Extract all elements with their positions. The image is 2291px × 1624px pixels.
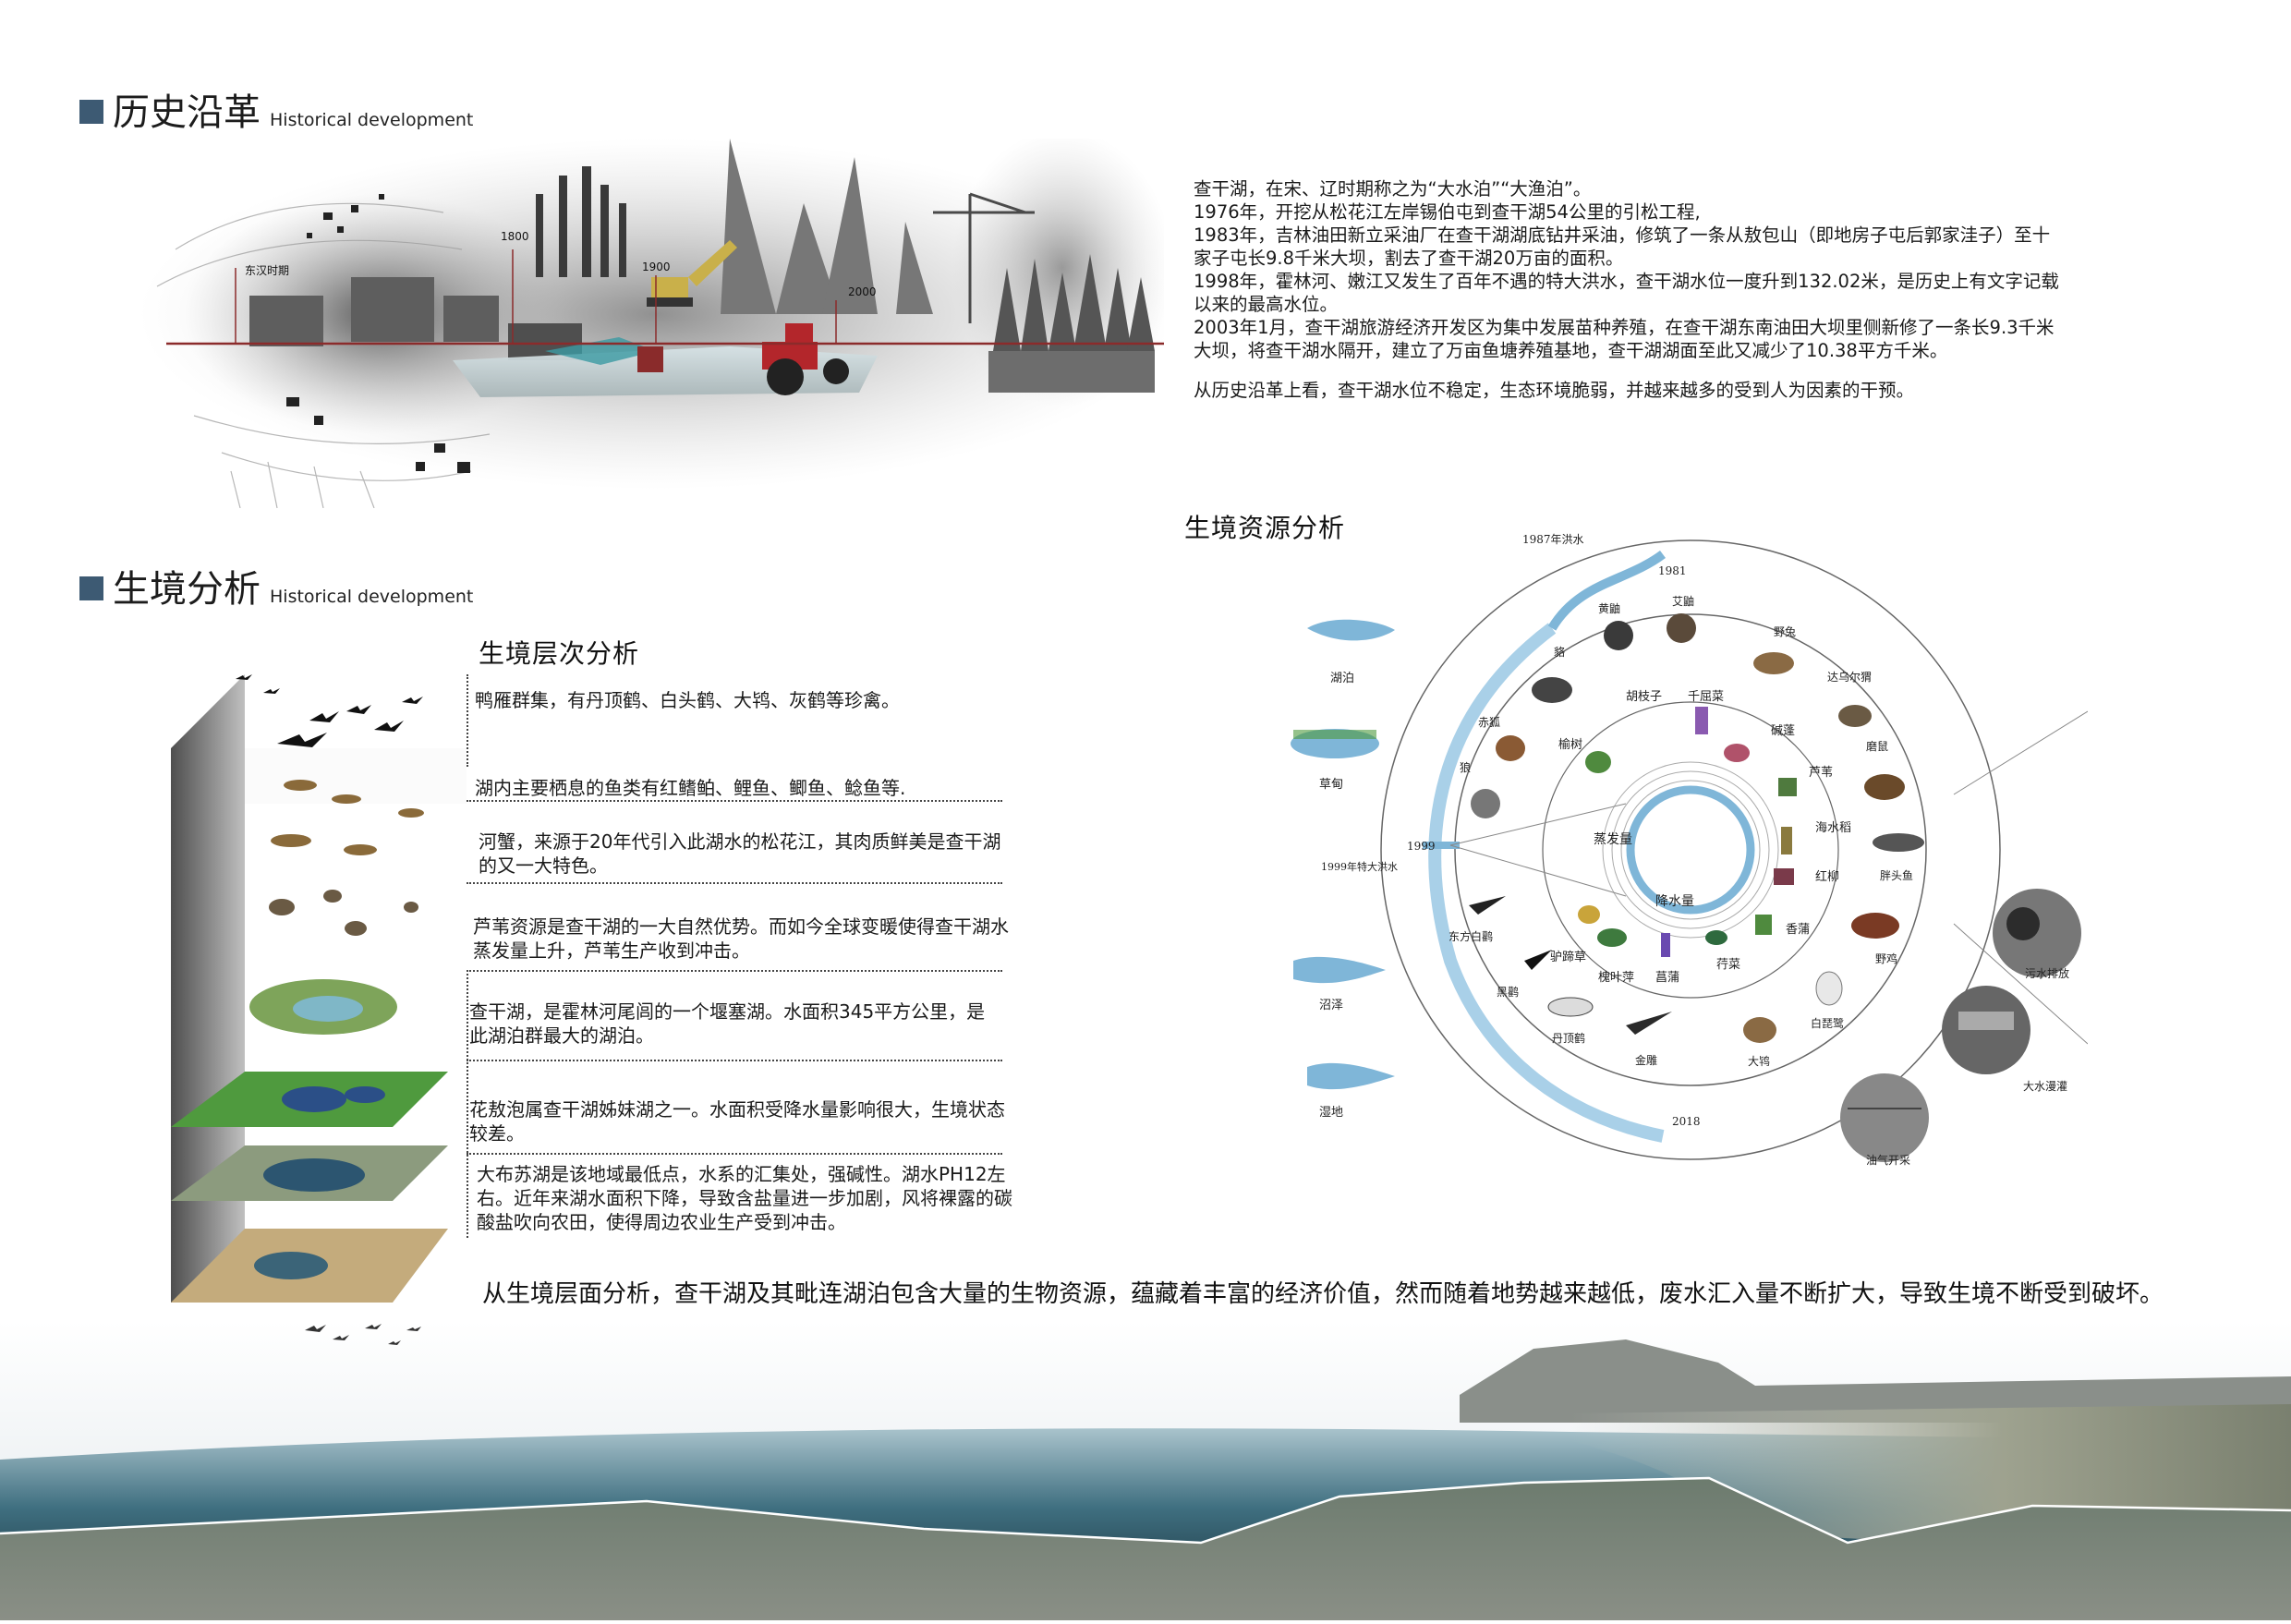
- layer-divider: [467, 970, 1002, 972]
- plant-label: 千屈菜: [1688, 690, 1724, 704]
- ring-year-label: 1999: [1407, 840, 1436, 853]
- animal-label: 艾鼬: [1672, 594, 1694, 608]
- threat-label: 油气开采: [1866, 1153, 1910, 1167]
- habitat-title-cn: 生境分析: [113, 568, 261, 611]
- ring-year-label: 1999年特大洪水: [1321, 860, 1398, 873]
- history-line: 1976年，开挖从松花江左岸锡伯屯到查干湖54公里的引松工程,: [1194, 201, 1701, 223]
- layer-stack: [171, 665, 467, 1303]
- resource-analysis-title: 生境资源分析: [1184, 513, 1346, 543]
- animal-label: 磨鼠: [1866, 740, 1888, 753]
- animal-label: 胖头鱼: [1880, 869, 1913, 882]
- habitat-label: 草甸: [1319, 778, 1343, 792]
- history-title-cn: 历史沿革: [113, 91, 261, 134]
- animal-label: 野兔: [1774, 624, 1796, 638]
- layer-divider: [467, 882, 1002, 884]
- plant-label: 荇菜: [1716, 958, 1740, 972]
- plant-label: 碱蓬: [1771, 724, 1795, 738]
- history-line: 查干湖，在宋、辽时期称之为“大水泊”“大渔泊”。: [1194, 178, 1592, 200]
- resource-wheel-diagram: 1987年洪水 1981 1999 1999年特大洪水 2018 蒸发量 降水量…: [1291, 533, 2089, 1167]
- plant-label: 香蒲: [1786, 923, 1810, 937]
- section-marker-icon: [79, 100, 103, 124]
- history-section-title: 历史沿革 Historical development: [79, 94, 473, 131]
- threat-label: 大水漫灌: [2023, 1080, 2067, 1093]
- layer-label: 湖内主要栖息的鱼类有红鳍鲌、鲤鱼、鲫鱼、鲶鱼等.: [475, 777, 906, 799]
- layer-divider: [467, 800, 1002, 802]
- plant-label: 海水稻: [1815, 821, 1851, 835]
- plant-label: 驴蹄草: [1550, 950, 1586, 964]
- layer-divider: [467, 1060, 1002, 1061]
- history-line: 大坝，将查干湖水隔开，建立了万亩鱼塘养殖基地，查干湖湖面至此又减少了10.38平…: [1194, 340, 1948, 361]
- layer-divider: [467, 1153, 1002, 1155]
- timeline-label: 东汉时期: [245, 264, 289, 277]
- history-line: 家子屯长9.8千米大坝，割去了查干湖20万亩的面积。: [1194, 248, 1624, 269]
- plant-label: 芦苇: [1809, 766, 1833, 780]
- timeline-label: 2000: [848, 285, 877, 298]
- ring-year-label: 2018: [1672, 1115, 1701, 1128]
- summary-text: 从生境层面分析，查干湖及其毗连湖泊包含大量的生物资源，蕴藏着丰富的经济价值，然而…: [482, 1280, 2164, 1308]
- layer-label: 查干湖，是霍林河尾闾的一个堰塞湖。水面积345平方公里，是此湖泊群最大的湖泊。: [469, 1000, 986, 1047]
- timeline-label: 1800: [501, 230, 529, 243]
- history-text: 查干湖，在宋、辽时期称之为“大水泊”“大渔泊”。 1976年，开挖从松花江左岸锡…: [1194, 177, 2210, 402]
- history-line: 以来的最高水位。: [1194, 294, 1339, 315]
- timeline-label: 1900: [642, 261, 671, 273]
- layer-analysis-title: 生境层次分析: [479, 638, 640, 669]
- layer-label: 河蟹，来源于20年代引入此湖水的松花江，其肉质鲜美是查干湖的又一大特色。: [479, 830, 1001, 877]
- animal-label: 赤狐: [1478, 716, 1500, 729]
- animal-label: 大鸨: [1748, 1054, 1770, 1068]
- habitat-section-title: 生境分析 Historical development: [79, 571, 473, 608]
- history-conclusion: 从历史沿革上看，查干湖水位不稳定，生态环境脆弱，并越来越多的受到人为因素的干预。: [1194, 380, 1915, 401]
- history-collage-illustration: 东汉时期 1800 1900 2000: [139, 129, 1173, 509]
- plant-label: 菖蒲: [1655, 971, 1679, 985]
- bottom-panorama: [0, 1321, 2291, 1620]
- layer-label: 鸭雁群集，有丹顶鹤、白头鹤、大鸨、灰鹤等珍禽。: [475, 689, 900, 711]
- habitat-label: 湖泊: [1330, 672, 1354, 685]
- history-collage: 东汉时期 1800 1900 2000: [139, 129, 1173, 509]
- section-marker-icon: [79, 576, 103, 600]
- habitat-title-en: Historical development: [270, 587, 474, 607]
- ring-year-label: 1981: [1658, 564, 1687, 577]
- history-line: 1998年，霍林河、嫩江又发生了百年不遇的特大洪水，查干湖水位一度升到132.0…: [1194, 271, 2059, 292]
- animal-label: 野鸡: [1875, 951, 1897, 965]
- threat-label: 污水排放: [2025, 966, 2069, 980]
- animal-label: 狼: [1460, 760, 1471, 774]
- plant-label: 榆树: [1558, 738, 1582, 752]
- resource-wheel: 1987年洪水 1981 1999 1999年特大洪水 2018 蒸发量 降水量…: [1275, 527, 2089, 1173]
- plant-label: 槐叶萍: [1598, 970, 1634, 985]
- ring-year-label: 1987年洪水: [1522, 533, 1584, 546]
- history-title-en: Historical development: [270, 110, 474, 130]
- layer-label: 大布苏湖是该地域最低点，水系的汇集处，强碱性。湖水PH12左右。近年来湖水面积下…: [477, 1163, 1012, 1233]
- animal-label: 黄鼬: [1598, 601, 1620, 615]
- history-line: 2003年1月，查干湖旅游经济开发区为集中发展苗种养殖，在查干湖东南油田大坝里侧…: [1194, 317, 2055, 338]
- layer-label: 花敖泡属查干湖姊妹湖之一。水面积受降水量影响很大，生境状态较差。: [469, 1098, 1005, 1145]
- animal-label: 黑鹳: [1497, 985, 1519, 999]
- lake-panorama-illustration: [0, 1321, 2291, 1620]
- animal-label: 白琵鹭: [1811, 1016, 1844, 1030]
- habitat-label: 沼泽: [1319, 999, 1343, 1012]
- habitat-label: 湿地: [1319, 1106, 1343, 1120]
- animal-label: 金雕: [1635, 1053, 1657, 1067]
- animal-label: 貉: [1554, 645, 1565, 659]
- center-label: 降水量: [1655, 894, 1694, 909]
- animal-label: 丹顶鹤: [1552, 1031, 1585, 1045]
- layer-stack-illustration: [171, 674, 467, 1303]
- history-line: 1983年，吉林油田新立采油厂在查干湖湖底钻井采油，修筑了一条从敖包山（即地房子…: [1194, 224, 2051, 246]
- animal-label: 达乌尔猬: [1827, 670, 1872, 684]
- layer-label: 芦苇资源是查干湖的一大自然优势。而如今全球变暖使得查干湖水蒸发量上升，芦苇生产收…: [473, 915, 1009, 962]
- animal-label: 东方白鹳: [1449, 929, 1493, 943]
- plant-label: 红柳: [1815, 869, 1839, 884]
- center-label: 蒸发量: [1594, 832, 1632, 847]
- plant-label: 胡枝子: [1626, 690, 1662, 704]
